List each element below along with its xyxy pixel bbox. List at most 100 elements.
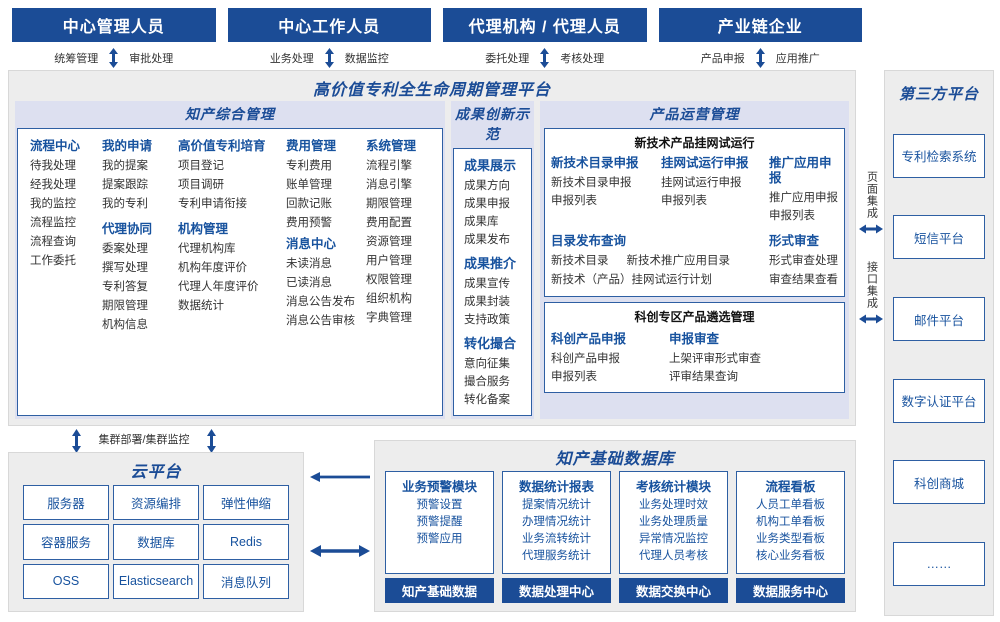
menu-item[interactable]: 申报列表: [769, 210, 815, 222]
kdb-item[interactable]: 代理人员考核: [639, 550, 708, 562]
menu-item[interactable]: 上架评审形式审查: [669, 353, 761, 365]
kdb-item[interactable]: 业务处理时效: [639, 499, 708, 511]
menu-item[interactable]: 成果发布: [464, 234, 510, 246]
cloud-service-cell[interactable]: OSS: [23, 563, 109, 599]
menu-item[interactable]: 期限管理: [366, 198, 412, 210]
menu-item[interactable]: 支持政策: [464, 314, 510, 326]
menu-item[interactable]: 期限管理: [102, 300, 148, 312]
group-title[interactable]: 流程中心: [30, 139, 81, 153]
group-title[interactable]: 成果展示: [464, 158, 517, 173]
group-title[interactable]: 挂网试运行申报: [661, 156, 749, 170]
menu-item[interactable]: 已读消息: [286, 277, 332, 289]
group-title[interactable]: 机构管理: [178, 222, 229, 236]
group-title[interactable]: 推广应用申报: [769, 156, 832, 185]
cloud-service-cell[interactable]: Redis: [203, 524, 289, 560]
menu-item[interactable]: 撰写处理: [102, 262, 148, 274]
group-title[interactable]: 消息中心: [286, 237, 337, 251]
third-party-item[interactable]: ……: [893, 542, 985, 587]
group-title[interactable]: 目录发布查询: [551, 234, 627, 248]
kdb-footer[interactable]: 知产基础数据: [385, 578, 494, 603]
menu-item[interactable]: 审查结果查看: [769, 274, 838, 286]
menu-item[interactable]: 代理人年度评价: [178, 281, 259, 293]
group-title[interactable]: 科创产品申报: [551, 332, 627, 346]
menu-item[interactable]: 消息公告审核: [286, 315, 355, 327]
menu-item[interactable]: 我的监控: [30, 198, 76, 210]
kdb-item[interactable]: 预警提醒: [416, 516, 463, 528]
menu-item[interactable]: 提案跟踪: [102, 179, 148, 191]
group-title[interactable]: 费用管理: [286, 139, 337, 153]
kdb-item[interactable]: 预警应用: [416, 533, 463, 545]
menu-item[interactable]: 用户管理: [366, 255, 412, 267]
role-card-2[interactable]: 代理机构 / 代理人员: [443, 8, 647, 42]
menu-item[interactable]: 成果库: [464, 216, 499, 228]
menu-item[interactable]: 形式审查处理: [769, 255, 838, 267]
menu-item[interactable]: 申报列表: [551, 371, 597, 383]
menu-item[interactable]: 成果申报: [464, 198, 510, 210]
menu-item[interactable]: 新技术目录申报: [551, 177, 632, 189]
third-party-item[interactable]: 短信平台: [893, 215, 985, 260]
menu-item[interactable]: 专利费用: [286, 160, 332, 172]
menu-item[interactable]: 成果方向: [464, 180, 510, 192]
group-title[interactable]: 转化撮合: [464, 336, 517, 351]
menu-item[interactable]: 挂网试运行申报: [661, 177, 742, 189]
menu-item[interactable]: 字典管理: [366, 312, 412, 324]
menu-item[interactable]: 工作委托: [30, 255, 76, 267]
menu-item[interactable]: 成果封装: [464, 296, 510, 308]
cloud-service-cell[interactable]: Elasticsearch: [113, 563, 199, 599]
cloud-service-cell[interactable]: 容器服务: [23, 524, 109, 560]
menu-item[interactable]: 新技术推广应用目录: [626, 255, 731, 267]
third-party-item[interactable]: 科创商城: [893, 460, 985, 505]
cloud-service-cell[interactable]: 弹性伸缩: [203, 485, 289, 521]
menu-item[interactable]: 流程查询: [30, 236, 76, 248]
menu-item[interactable]: 机构信息: [102, 319, 148, 331]
kdb-footer[interactable]: 数据服务中心: [736, 578, 845, 603]
menu-item[interactable]: 撮合服务: [464, 376, 510, 388]
menu-item[interactable]: 委案处理: [102, 243, 148, 255]
menu-item[interactable]: 成果宣传: [464, 278, 510, 290]
role-card-1[interactable]: 中心工作人员: [227, 8, 431, 42]
kdb-item[interactable]: 人员工单看板: [756, 499, 825, 511]
menu-item[interactable]: 我的提案: [102, 160, 148, 172]
group-title[interactable]: 新技术目录申报: [551, 156, 639, 170]
menu-item[interactable]: 回款记账: [286, 198, 332, 210]
cloud-service-cell[interactable]: 服务器: [23, 485, 109, 521]
kdb-footer[interactable]: 数据处理中心: [502, 578, 611, 603]
kdb-footer[interactable]: 数据交换中心: [619, 578, 728, 603]
menu-item[interactable]: 新技术目录: [551, 255, 609, 267]
menu-item[interactable]: 新技术（产品）挂网试运行计划: [551, 274, 712, 286]
kdb-item[interactable]: 办理情况统计: [522, 516, 591, 528]
menu-item[interactable]: 专利答复: [102, 281, 148, 293]
menu-item[interactable]: 待我处理: [30, 160, 76, 172]
third-party-item[interactable]: 邮件平台: [893, 297, 985, 342]
kdb-item[interactable]: 业务类型看板: [756, 533, 825, 545]
menu-item[interactable]: 未读消息: [286, 258, 332, 270]
menu-item[interactable]: 费用预警: [286, 217, 332, 229]
group-title[interactable]: 成果推介: [464, 256, 517, 271]
menu-item[interactable]: 评审结果查询: [669, 371, 738, 383]
menu-item[interactable]: 机构年度评价: [178, 262, 247, 274]
menu-item[interactable]: 组织机构: [366, 293, 412, 305]
menu-item[interactable]: 项目登记: [178, 160, 224, 172]
menu-item[interactable]: 资源管理: [366, 236, 412, 248]
kdb-item[interactable]: 预警设置: [416, 499, 463, 511]
menu-item[interactable]: 我的专利: [102, 198, 148, 210]
kdb-item[interactable]: 业务流转统计: [522, 533, 591, 545]
menu-item[interactable]: 意向征集: [464, 358, 510, 370]
menu-item[interactable]: 消息引擎: [366, 179, 412, 191]
menu-item[interactable]: 申报列表: [661, 195, 707, 207]
kdb-item[interactable]: 机构工单看板: [756, 516, 825, 528]
menu-item[interactable]: 流程引擎: [366, 160, 412, 172]
menu-item[interactable]: 推广应用申报: [769, 192, 838, 204]
kdb-item[interactable]: 异常情况监控: [639, 533, 708, 545]
menu-item[interactable]: 流程监控: [30, 217, 76, 229]
third-party-item[interactable]: 数字认证平台: [893, 378, 985, 423]
cloud-service-cell[interactable]: 资源编排: [113, 485, 199, 521]
menu-item[interactable]: 数据统计: [178, 300, 224, 312]
menu-item[interactable]: 转化备案: [464, 394, 510, 406]
kdb-item[interactable]: 提案情况统计: [522, 499, 591, 511]
group-title[interactable]: 代理协同: [102, 222, 153, 236]
menu-item[interactable]: 科创产品申报: [551, 353, 620, 365]
menu-item[interactable]: 经我处理: [30, 179, 76, 191]
group-title[interactable]: 高价值专利培育: [178, 139, 266, 153]
menu-item[interactable]: 专利申请衔接: [178, 198, 247, 210]
